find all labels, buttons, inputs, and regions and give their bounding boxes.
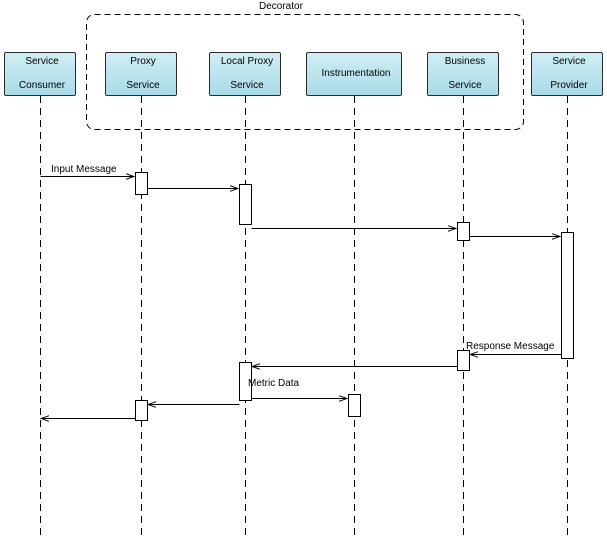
lifeline-label-proxy-service-line1: Proxy xyxy=(130,56,156,67)
lifeline-label-service-provider-line2: Provider xyxy=(550,80,588,91)
lifeline-header-service-consumer[interactable]: Service Consumer xyxy=(4,52,76,96)
lifeline-label-business-service-line2: Service xyxy=(448,80,482,91)
lifeline-header-business-service[interactable]: Business Service xyxy=(427,52,499,96)
lifeline-header-service-provider[interactable]: Service Provider xyxy=(531,52,603,96)
lifeline-label-service-provider-line1: Service xyxy=(552,56,586,67)
message-arrows xyxy=(41,177,562,419)
lifeline-label-local-proxy-service-line2: Service xyxy=(230,80,264,91)
lifeline-header-proxy-service[interactable]: Proxy Service xyxy=(105,52,177,96)
lifeline-header-instrumentation[interactable]: Instrumentation xyxy=(306,52,402,96)
message-label-metric-data: Metric Data xyxy=(248,378,300,389)
decorator-frame-label: Decorator xyxy=(259,1,303,12)
activation-instrumentation xyxy=(348,394,361,417)
lifeline-dashes xyxy=(40,96,568,538)
activation-business-return xyxy=(457,350,470,371)
activation-business xyxy=(457,222,470,241)
lifeline-label-service-consumer-line1: Service xyxy=(25,56,59,67)
message-label-input-message: Input Message xyxy=(51,164,117,175)
activation-proxy-return xyxy=(135,400,148,421)
lifeline-label-instrumentation-line1: Instrumentation xyxy=(321,68,391,79)
decorator-frame xyxy=(86,14,524,130)
activation-provider xyxy=(561,232,574,359)
activation-proxy xyxy=(135,172,148,195)
activation-local-proxy-2 xyxy=(239,362,252,401)
lifeline-label-local-proxy-service-line1: Local Proxy xyxy=(220,56,274,67)
lifeline-header-local-proxy-service[interactable]: Local Proxy Service xyxy=(209,52,281,96)
lifeline-label-proxy-service-line2: Service xyxy=(126,80,160,91)
lifeline-label-business-service-line1: Business xyxy=(444,56,486,67)
lifeline-label-service-consumer-line2: Consumer xyxy=(18,80,66,91)
message-label-response-message: Response Message xyxy=(466,341,555,352)
activation-local-proxy-1 xyxy=(239,184,252,225)
activation-bars xyxy=(135,172,574,421)
